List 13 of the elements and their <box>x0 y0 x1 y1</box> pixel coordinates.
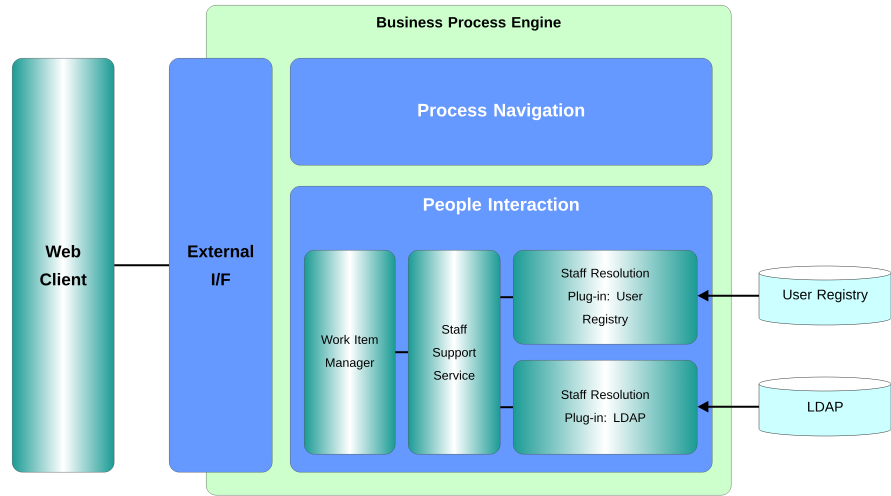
module-box: Work Item Manager <box>304 250 396 454</box>
connector <box>114 264 169 266</box>
interface-box: External I/F <box>169 58 272 472</box>
connector <box>395 351 408 354</box>
component-box: Process Navigation <box>290 58 712 166</box>
connector <box>500 296 513 298</box>
database-cylinder: User Registry <box>758 266 891 326</box>
plugin-box: Staff Resolution Plug-in: User Registry <box>513 250 698 344</box>
plugin-box: Staff Resolution Plug-in: LDAP <box>513 360 698 454</box>
connector <box>500 406 513 408</box>
web-client-box: Web Client <box>12 58 114 472</box>
module-box: Staff Support Service <box>408 250 500 454</box>
database-cylinder: LDAP <box>758 376 891 436</box>
